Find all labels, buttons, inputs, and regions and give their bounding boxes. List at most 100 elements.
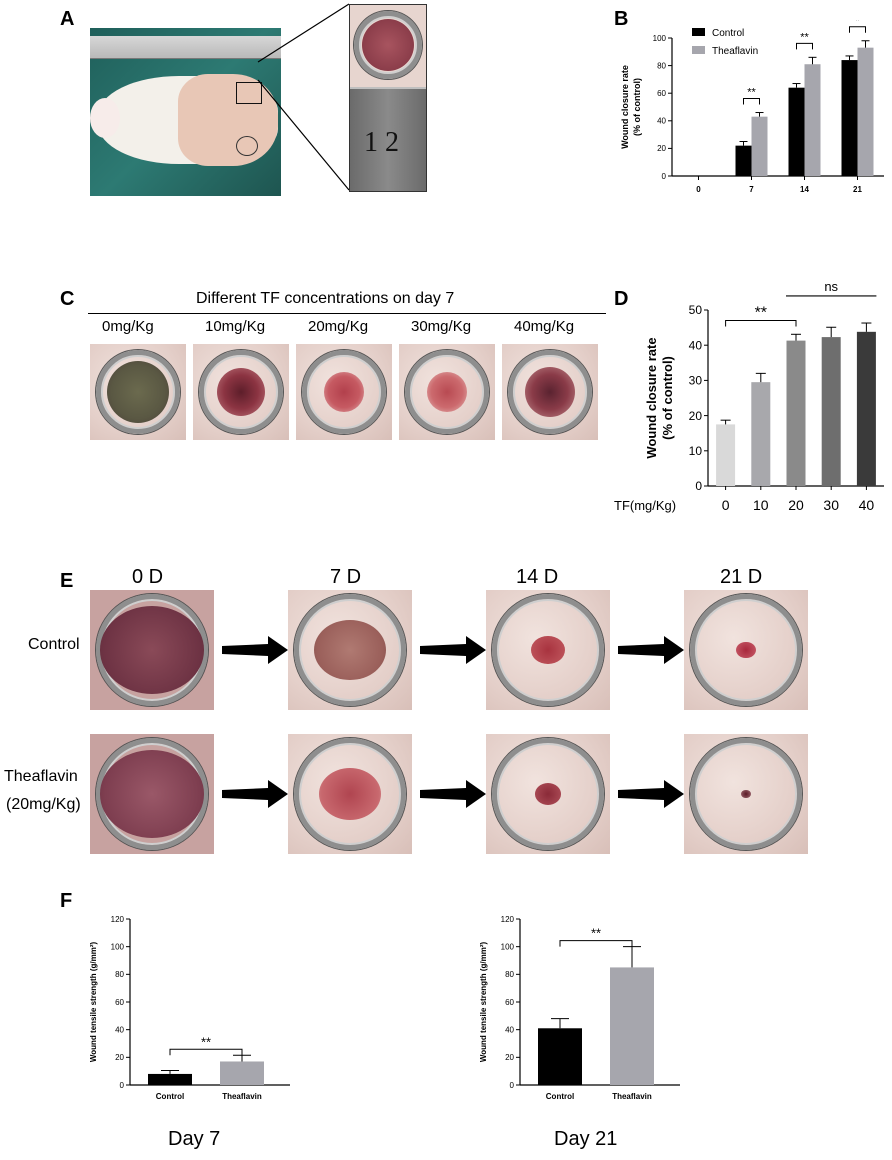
panel-e-photo	[90, 734, 214, 854]
b-ylabel: Wound closure rate(% of control)	[620, 65, 642, 149]
panel-e-photo	[90, 590, 214, 710]
f7-ytick-label: 60	[115, 998, 124, 1007]
arrow-right-icon	[618, 780, 684, 808]
panel-letter-c: C	[60, 288, 75, 310]
b-ylabel-line: Wound closure rate	[620, 65, 630, 149]
rat-head	[90, 98, 120, 138]
f21-ytick-label: 120	[501, 915, 515, 924]
b-ytick-label: 100	[653, 34, 667, 43]
f7-ytick-label: 80	[115, 970, 124, 979]
f7-bar	[220, 1061, 264, 1085]
f21-xtick-label: Theaflavin	[612, 1092, 652, 1101]
b-bar-control	[788, 87, 805, 176]
b-bar-theaflavin	[751, 116, 768, 176]
caption-day21: Day 21	[554, 1128, 618, 1150]
wound-ring	[96, 738, 208, 850]
f21-ytick-label: 40	[505, 1025, 514, 1034]
b-bar-control	[735, 145, 752, 176]
wound-ring	[302, 350, 386, 434]
d-sig-label: **	[755, 305, 767, 322]
arrow-shape	[618, 636, 684, 664]
d-xtick-label: 10	[753, 497, 769, 513]
f21-sig-label: **	[591, 926, 601, 941]
d-ytick-label: 20	[689, 409, 703, 423]
d-ytick-label: 30	[689, 374, 703, 388]
f21-sig-bracket	[559, 940, 633, 947]
wound-marker	[236, 82, 262, 104]
arrow-shape	[222, 636, 288, 664]
panel-c-photo	[193, 344, 289, 440]
panel-letter-f: F	[60, 890, 73, 912]
d-xtick-label: 30	[823, 497, 839, 513]
b-bar-theaflavin	[804, 64, 821, 176]
f7-sig-bracket	[169, 1048, 243, 1056]
b-sig-bracket	[743, 98, 760, 105]
panel-e-photo	[684, 590, 808, 710]
d-bar	[856, 331, 876, 486]
panel-letter-a: A	[60, 8, 75, 30]
f7-ytick-label: 20	[115, 1053, 124, 1062]
panel-e-photo	[684, 734, 808, 854]
wound-zoom-photo: 1 2	[349, 4, 427, 192]
panel-e-row-label: (20mg/Kg)	[6, 796, 81, 813]
b-ytick-label: 80	[657, 61, 666, 70]
wound	[741, 789, 751, 799]
d-ylabel: Wound closure rate(% of control)	[644, 337, 675, 458]
caption-day7: Day 7	[168, 1128, 221, 1150]
b-legend-swatch	[692, 46, 705, 54]
wound-outline	[236, 136, 258, 156]
d-xtick-label: 0	[722, 497, 730, 513]
panel-c-photo	[296, 344, 392, 440]
f21-ytick-label: 100	[501, 942, 515, 951]
d-ytick-label: 10	[689, 444, 703, 458]
b-legend-swatch	[692, 28, 705, 36]
zoom-ruler	[350, 89, 426, 191]
panel-e-day-label: 14 D	[516, 566, 559, 588]
f21-ytick-label: 60	[505, 998, 514, 1007]
arrow-shape	[222, 780, 288, 808]
arrow-right-icon	[618, 636, 684, 664]
d-xtick-label: 40	[859, 497, 875, 513]
f7-ytick-label: 100	[111, 942, 125, 951]
wound-ring	[294, 738, 406, 850]
f7-ytick-label: 120	[111, 915, 125, 924]
b-ylabel-line: (% of control)	[632, 78, 642, 136]
d-bar	[821, 337, 841, 486]
wound	[531, 635, 565, 665]
f7-ylabel: Wound tensile strength (g/mm²)	[89, 942, 98, 1063]
panel-c-label: 0mg/Kg	[102, 318, 154, 335]
arrow-shape	[618, 780, 684, 808]
f21-ytick-label: 0	[510, 1081, 515, 1090]
d-xlabel: TF(mg/Kg)	[614, 498, 676, 513]
b-sig-label: **	[747, 87, 756, 99]
panel-c-rule	[88, 313, 606, 314]
wound-ring	[199, 350, 283, 434]
wound-ring	[405, 350, 489, 434]
zoom-ring	[354, 11, 422, 79]
wound	[100, 750, 204, 838]
d-bar	[751, 382, 771, 486]
arrow-right-icon	[420, 636, 486, 664]
panel-e-photo	[486, 590, 610, 710]
arrow-shape	[420, 780, 486, 808]
b-sig-label: *	[855, 20, 860, 27]
d-ns-label: ns	[824, 280, 838, 294]
panel-e-day-label: 21 D	[720, 566, 763, 588]
d-ylabel-line: (% of control)	[660, 356, 675, 440]
panel-e-photo	[288, 590, 412, 710]
b-sig-bracket	[849, 26, 866, 33]
b-sig-label: **	[800, 31, 809, 43]
f21-ytick-label: 20	[505, 1053, 514, 1062]
panel-c-photo	[502, 344, 598, 440]
panel-e-photo	[486, 734, 610, 854]
zoom-lines	[257, 3, 350, 191]
d-sig-bracket	[725, 320, 797, 327]
b-sig-bracket	[796, 42, 813, 50]
wound	[736, 641, 756, 659]
d-ytick-label: 0	[695, 479, 702, 493]
wound	[217, 368, 265, 416]
